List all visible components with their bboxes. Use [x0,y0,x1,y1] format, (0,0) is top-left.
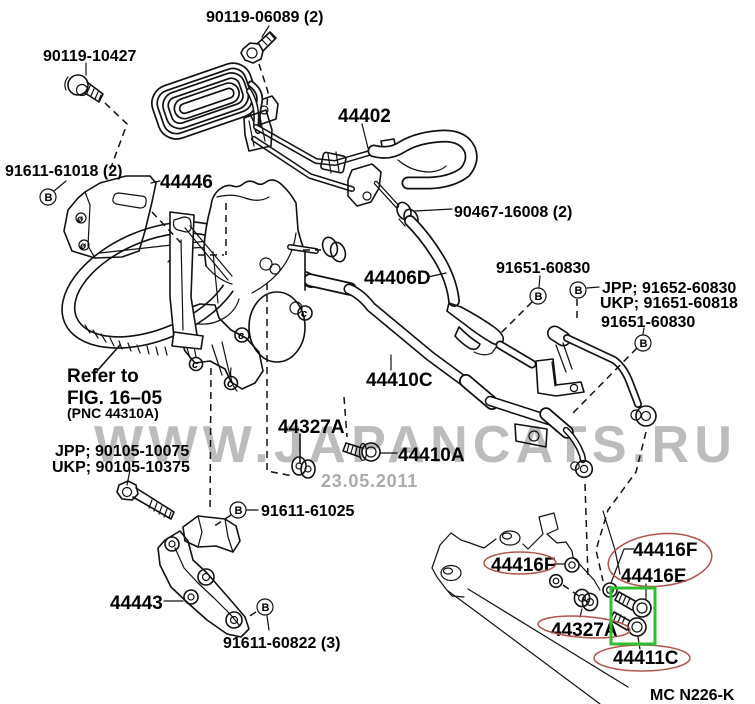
svg-text:c: c [301,308,307,320]
svg-text:B: B [640,338,648,350]
svg-text:44402: 44402 [338,106,391,127]
svg-text:B: B [262,602,270,614]
svg-text:91611-61025: 91611-61025 [261,503,355,520]
svg-text:44446: 44446 [160,172,213,193]
svg-text:c: c [227,378,233,390]
svg-text:(PNC 44310A): (PNC 44310A) [67,405,159,421]
svg-text:90119-10427: 90119-10427 [43,48,137,65]
svg-text:44406D: 44406D [364,268,431,289]
svg-text:FIG. 16–05: FIG. 16–05 [67,388,162,409]
svg-text:91611-61018 (2): 91611-61018 (2) [5,163,122,180]
svg-text:90467-16008 (2): 90467-16008 (2) [454,204,572,221]
svg-text:23.05.2011: 23.05.2011 [321,471,418,491]
svg-text:44416F: 44416F [633,540,697,561]
svg-text:91651-60830: 91651-60830 [496,260,590,277]
svg-text:Refer to: Refer to [67,366,139,387]
svg-text:B: B [235,505,243,517]
svg-text:B: B [535,291,543,303]
svg-text:90119-06089 (2): 90119-06089 (2) [206,9,323,26]
svg-text:B: B [45,192,53,204]
svg-text:44410A: 44410A [398,445,465,466]
svg-text:91651-60830: 91651-60830 [601,314,695,331]
svg-text:44410C: 44410C [366,370,433,391]
svg-text:44416F: 44416F [491,555,555,576]
svg-text:UKP; 91651-60818: UKP; 91651-60818 [600,295,738,312]
svg-text:ø: ø [80,241,86,252]
svg-text:MC N226-K: MC N226-K [650,687,735,704]
svg-text:91611-60822 (3): 91611-60822 (3) [223,635,340,652]
svg-text:ø: ø [77,214,83,225]
svg-text:c: c [192,359,198,371]
svg-text:44416E: 44416E [621,566,687,587]
svg-text:JPP; 90105-10075: JPP; 90105-10075 [55,443,189,460]
svg-text:UKP; 90105-10375: UKP; 90105-10375 [52,459,190,476]
svg-text:JPP; 91652-60830: JPP; 91652-60830 [602,280,736,297]
svg-text:c: c [238,330,244,342]
svg-text:WWW.JAPANCATS.RU: WWW.JAPANCATS.RU [94,416,737,474]
svg-text:44327A: 44327A [278,417,345,438]
svg-text:B: B [575,285,583,297]
svg-text:44411C: 44411C [613,648,679,669]
svg-text:44443: 44443 [110,593,163,614]
